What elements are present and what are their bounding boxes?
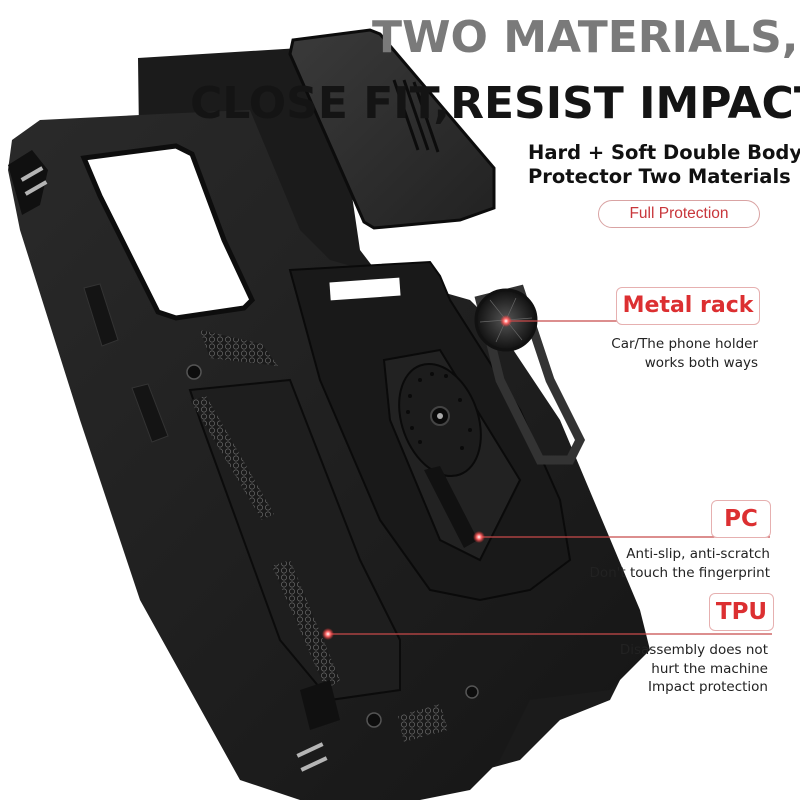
metal-rack-description: Car/The phone holder works both ways [611,335,758,372]
tpu-tag: TPU [709,593,774,631]
camera-slider [288,28,496,230]
tpu-description: Disassembly does not hurt the machine Im… [620,641,768,697]
subtitle: Hard + Soft Double Body Protector Two Ma… [528,141,800,189]
metal-rack-tag: Metal rack [616,287,760,325]
headline-line-2: CLOSE FIT,RESIST IMPACT [190,78,800,129]
kickstand-plate [288,260,572,602]
pc-tag: PC [711,500,771,538]
tpu-desc-line-2: hurt the machine [651,660,768,677]
main-case-body [8,110,650,800]
pc-desc-line-1: Anti-slip, anti-scratch [626,546,770,562]
full-protection-badge: Full Protection [598,200,760,228]
subtitle-line-2: Protector Two Materials [528,165,791,188]
headline-line-1: TWO MATERIALS, [372,12,799,63]
pc-description: Anti-slip, anti-scratch Don't touch the … [589,545,770,582]
pc-desc-line-2: Don't touch the fingerprint [589,564,770,581]
metal-rack-desc-line-1: Car/The phone holder [611,336,758,352]
tpu-desc-line-1: Disassembly does not [619,642,768,658]
metal-rack-desc-line-2: works both ways [644,354,758,371]
subtitle-line-1: Hard + Soft Double Body [528,141,800,164]
tpu-desc-line-3: Impact protection [648,679,768,695]
